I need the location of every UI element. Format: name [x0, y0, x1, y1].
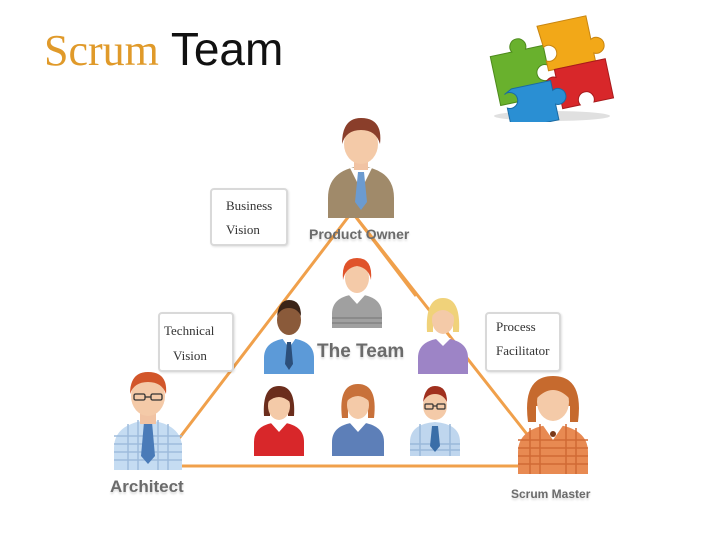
technical-vision-line1: Technical — [164, 323, 215, 338]
product-owner-avatar — [328, 118, 394, 218]
team-member-avatar — [332, 258, 382, 328]
business-vision-line2: Vision — [226, 222, 260, 237]
technical-vision-box: Technical Vision — [158, 312, 234, 372]
business-vision-box: Business Vision — [210, 188, 288, 246]
the-team-label: The Team — [317, 341, 405, 362]
product-owner-label: Product Owner — [309, 226, 410, 242]
scrum-master-label: Scrum Master — [511, 487, 591, 501]
architect-label: Architect — [110, 477, 184, 496]
team-member-avatar — [264, 300, 314, 374]
title-word-team: Team — [170, 23, 284, 75]
title-word-scrum: Scrum — [44, 26, 159, 75]
process-facilitator-line2: Facilitator — [496, 343, 550, 358]
team-member-avatar — [410, 386, 460, 456]
business-vision-line1: Business — [226, 198, 273, 213]
scrum-master-avatar — [518, 376, 588, 474]
architect-avatar — [114, 372, 182, 470]
process-facilitator-box: Process Facilitator — [485, 312, 561, 372]
team-member-avatar — [332, 384, 384, 456]
team-member-avatar — [254, 386, 304, 456]
technical-vision-line2: Vision — [173, 348, 207, 363]
process-facilitator-line1: Process — [496, 319, 536, 334]
slide-title: Scrum Team — [44, 22, 283, 78]
puzzle-icon — [489, 15, 615, 122]
team-member-avatar — [418, 298, 468, 374]
